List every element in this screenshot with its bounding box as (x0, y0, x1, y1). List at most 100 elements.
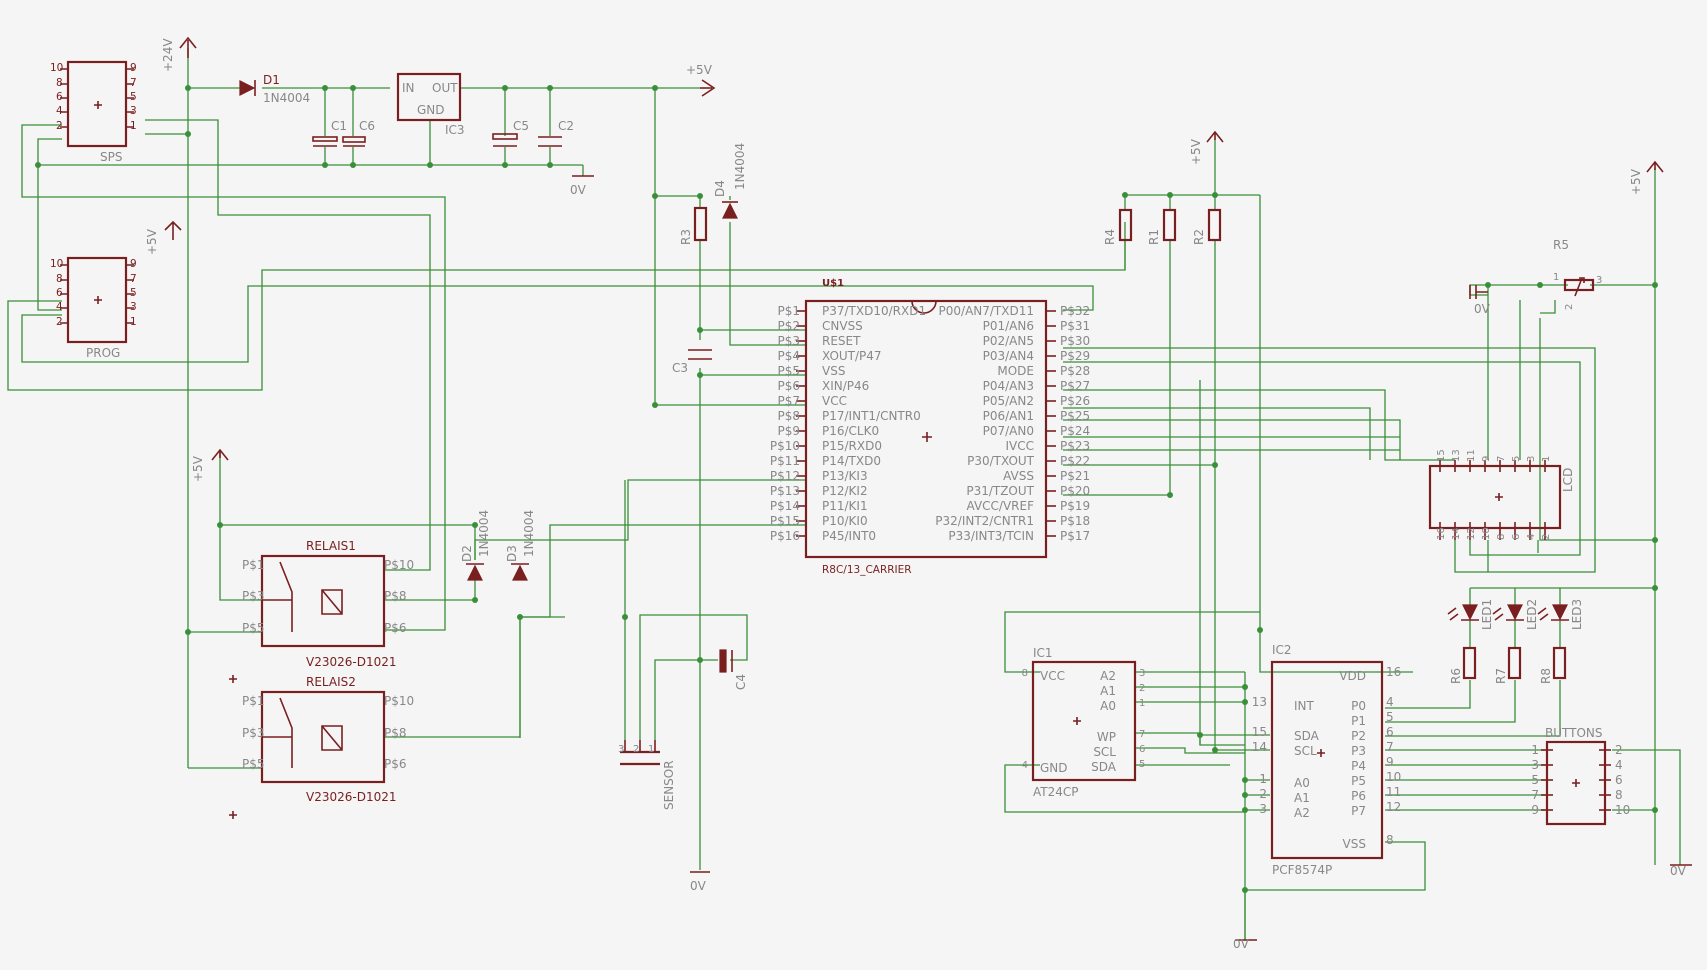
r6-label: R6 (1449, 668, 1463, 684)
c6-label: C6 (359, 119, 375, 133)
u1-right-pin-name: P03/AN4 (983, 349, 1034, 363)
ic3-in: IN (402, 81, 415, 95)
capacitor-c1: C1 (312, 119, 347, 147)
ic1-left-pin-name: VCC (1040, 669, 1065, 683)
u1-right-pin-number: P$22 (1060, 454, 1090, 468)
ic1-left-pin-name: GND (1040, 761, 1068, 775)
supply-24v-label: +24V (161, 38, 175, 72)
ic2-right-pin-name: VDD (1339, 669, 1366, 683)
capacitor-c5: C5 (492, 119, 529, 147)
lcd-bottom-pin-number: 8 (1496, 534, 1507, 540)
u1-right-pin-number: P$25 (1060, 409, 1090, 423)
u1-left-pin-name: P37/TXD10/RXD1 (822, 304, 926, 318)
u1-left-pin-number: P$7 (777, 394, 800, 408)
ic2-left-pin-number: 2 (1259, 787, 1267, 801)
relais2-pin1: P$1 (242, 694, 265, 708)
sps-pin-l10: 10 (50, 62, 63, 74)
r8-label: R8 (1539, 668, 1553, 684)
prog-pin-l6: 6 (56, 287, 63, 299)
prog-pin-l10: 10 (50, 258, 63, 270)
buttons-right-pin-number: 2 (1615, 743, 1623, 757)
relais2-label: RELAIS2 (306, 675, 356, 689)
u1-left-pin-number: P$2 (777, 319, 800, 333)
u1-right-pin-number: P$27 (1060, 379, 1090, 393)
ic2-right-pin-name: P3 (1351, 744, 1366, 758)
sensor-connector: 3 2 1 SENSOR (618, 740, 676, 810)
relais2-value: V23026-D1021 (306, 790, 397, 804)
ground-label-3: 0V (1233, 937, 1250, 951)
sps-pin-r9: 9 (130, 62, 137, 74)
r5-label: R5 (1553, 238, 1569, 252)
u1-left-pin-name: P16/CLK0 (822, 424, 879, 438)
r5-pin2: 2 (1564, 304, 1575, 310)
sps-label: SPS (100, 150, 122, 164)
u1-left-pin-name: P45/INT0 (822, 529, 876, 543)
lcd-label: LCD (1561, 468, 1575, 492)
buttons-label: BUTTONS (1545, 726, 1603, 740)
ic1-value: AT24CP (1033, 785, 1079, 799)
u1-right-pin-name: AVCC/VREF (967, 499, 1035, 513)
buttons-left-pin-number: 7 (1531, 788, 1539, 802)
sps-pin-l8: 8 (56, 77, 63, 89)
u1-left-pin-name: XOUT/P47 (822, 349, 882, 363)
c3-label: C3 (672, 361, 688, 375)
u1-left-pin-number: P$6 (777, 379, 800, 393)
lcd-top-pin-number: 7 (1496, 456, 1507, 462)
d4-label: D4 (713, 180, 727, 197)
supply-5v-pullup: +5V (1189, 130, 1224, 165)
lcd-top-pin-number: 1 (1541, 456, 1552, 462)
sps-pin-r5: 5 (130, 91, 137, 103)
ic1-label: IC1 (1033, 646, 1053, 660)
regulator-ic3: IN OUT GND IC3 (396, 72, 465, 137)
supply-24v: +24V (161, 36, 197, 72)
lcd-top-pin-number: 9 (1481, 456, 1492, 462)
u1-left-pin-number: P$4 (777, 349, 800, 363)
r1-label: R1 (1147, 229, 1161, 245)
sensor-pin1: 1 (648, 744, 654, 755)
prog-pin-r5: 5 (130, 287, 137, 299)
ic1-right-pin-number: 5 (1139, 759, 1145, 770)
supply-5v-lcd-label: +5V (1629, 168, 1643, 195)
ic2-right-pin-number: 9 (1386, 755, 1394, 769)
u1-right-pin-number: P$30 (1060, 334, 1090, 348)
u1-left-pin-name: P10/KI0 (822, 514, 868, 528)
ic2-right-pin-name: P5 (1351, 774, 1366, 788)
sensor-pin2: 2 (633, 744, 639, 755)
relais2-pin10: P$10 (384, 694, 414, 708)
ic1-right-pin-number: 2 (1139, 683, 1145, 694)
ground-label-4: 0V (1670, 864, 1687, 878)
diode-d4: D4 1N4004 (713, 143, 747, 219)
u1-label: U$1 (822, 278, 844, 289)
u1-left-pin-number: P$1 (777, 304, 800, 318)
supply-5v-prog: +5V (145, 220, 182, 255)
ic2-left-pin-name: INT (1294, 699, 1315, 713)
capacitor-c4: C4 (719, 649, 748, 690)
ic2-right-pin-number: 10 (1386, 770, 1401, 784)
u1-left-pin-name: VCC (822, 394, 847, 408)
u1-right-pin-number: P$17 (1060, 529, 1090, 543)
ground-label-2: 0V (690, 879, 707, 893)
diode-d1: D1 1N4004 (239, 73, 310, 105)
ic1-right-pin-number: 6 (1139, 744, 1145, 755)
u1-right-pin-name: P05/AN2 (983, 394, 1034, 408)
r5-pin1: 1 (1553, 272, 1559, 283)
capacitor-c6: C6 (342, 119, 375, 147)
resistor-r6: R6 (1449, 646, 1477, 684)
u1-left-pin-number: P$11 (770, 454, 800, 468)
diode-d2: D2 1N4004 (460, 510, 491, 581)
resistor-r4: R4 (1103, 208, 1133, 245)
u1-right-pin-name: P04/AN3 (983, 379, 1034, 393)
ic2-value: PCF8574P (1272, 863, 1332, 877)
r5-pin3: 3 (1596, 275, 1602, 286)
ic2-left-pin-name: SCL (1294, 744, 1317, 758)
ic2-right-pin-name: P0 (1351, 699, 1366, 713)
u1-right-pin-name: P02/AN5 (983, 334, 1034, 348)
ic2-left-pin-number: 14 (1252, 740, 1267, 754)
resistor-r2: R2 (1192, 208, 1222, 245)
u1-right-pin-number: P$23 (1060, 439, 1090, 453)
ic2-left-pin-number: 1 (1259, 772, 1267, 786)
